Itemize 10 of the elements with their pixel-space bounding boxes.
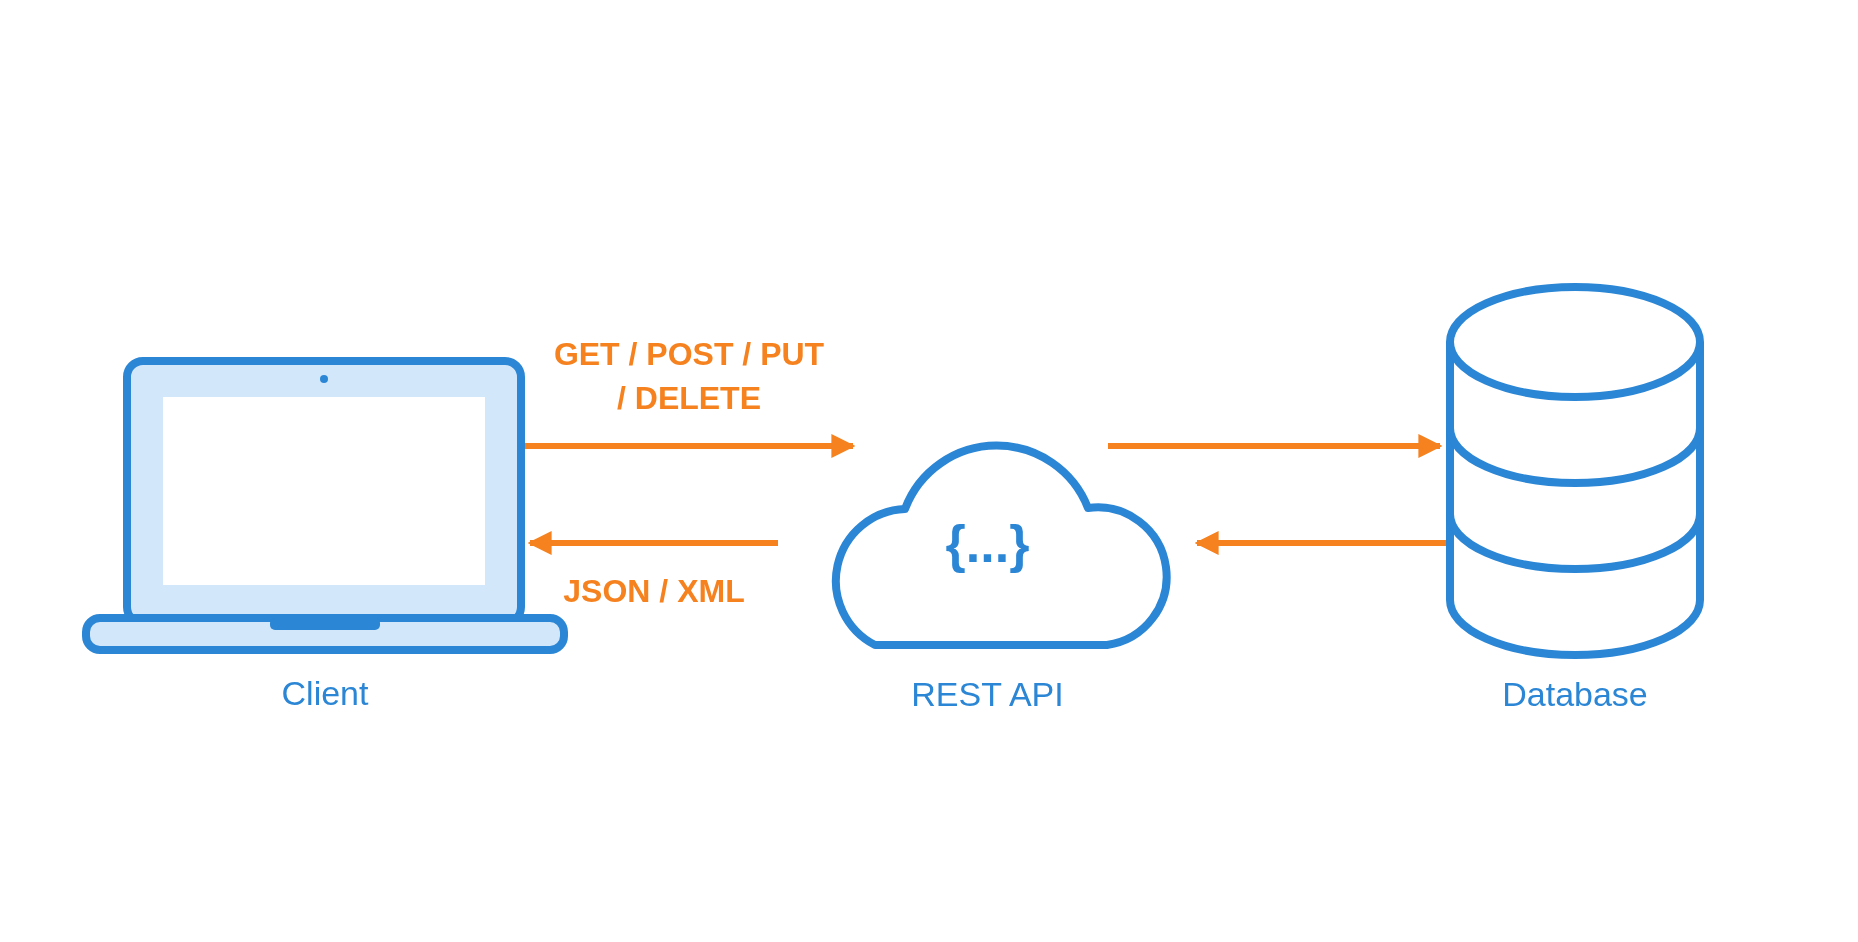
- node-label: REST API: [911, 674, 1064, 715]
- arrow: [525, 434, 856, 458]
- arrow: [1194, 531, 1446, 555]
- edge-label: JSON / XML: [563, 573, 745, 609]
- edge-label: GET / POST / PUT / DELETE: [553, 336, 825, 416]
- node-label: Client: [281, 673, 369, 714]
- arrow: [1108, 434, 1443, 458]
- arrow: [527, 531, 778, 555]
- node-label: Database: [1502, 674, 1648, 715]
- braces-symbol: {...}: [945, 515, 1030, 573]
